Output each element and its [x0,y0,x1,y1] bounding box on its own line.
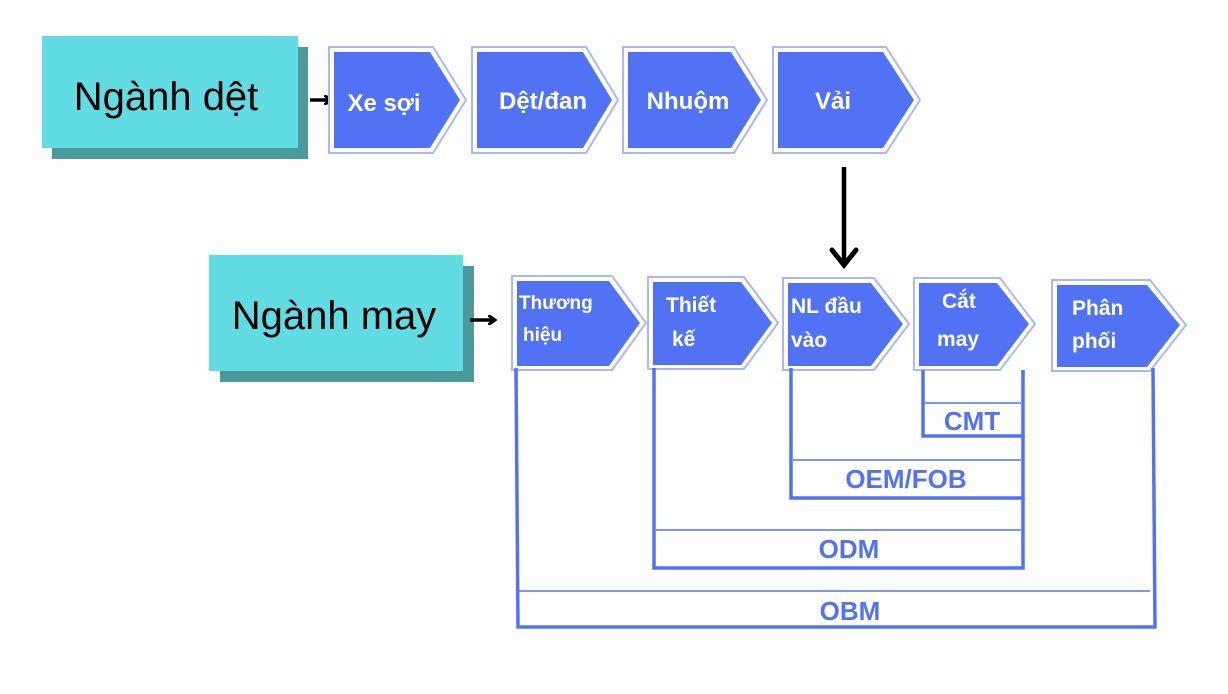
model-label: OEM/FOB [845,464,966,494]
garment-step-label-line2: may [937,328,979,351]
textile-sector-box: Ngành dệt [42,36,308,159]
textile-step: Xe sợi [328,46,468,154]
garment-step-label-line2: phối [1072,330,1116,353]
garment-step-label-line1: Cắt [942,289,976,313]
model-label: CMT [944,406,1000,436]
textile-step-label: Dệt/đan [499,88,587,115]
textile-step-shape [628,52,761,148]
model-cmt: CMT [921,370,1025,438]
model-oem-fob: OEM/FOB [789,368,1025,500]
garment-step-label-line1: Thương [519,293,593,314]
garment-step-label-line2: kế [672,328,696,351]
garment-step-label-line2: hiệu [523,325,562,346]
garment-sector-fill [209,255,463,371]
textile-step-shape [778,52,914,148]
garment-step: Cắt may [913,277,1037,371]
down-arrow-icon [829,247,859,270]
model-label: ODM [819,534,880,564]
garment-sector-box: Ngành may [209,255,474,382]
garment-step-shape [919,283,1029,366]
garment-step-label-line1: Thiết [666,294,716,317]
garment-step: Thương hiệu [511,275,648,371]
garment-step-label-line2: vào [791,329,827,352]
textile-steps: Xe sợi Dệt/đan Nhuộm Vải [328,46,922,154]
garment-step-shape [517,281,640,366]
garment-steps: Thương hiệu Thiết kế NL đầu vào Cắt may … [511,275,1188,372]
garment-sector-label: Ngành may [232,294,437,338]
garment-step-label-line1: Phân [1072,297,1123,320]
garment-step-shape [788,283,903,366]
textile-step-label: Xe sợi [347,90,420,117]
garment-step-shape [653,282,772,365]
textile-step-label: Nhuộm [647,88,730,115]
textile-step: Vải [772,46,922,154]
garment-step: Phân phối [1051,279,1188,372]
garment-step: Thiết kế [647,276,780,370]
textile-step: Dệt/đan [471,46,620,154]
garment-step: NL đầu vào [782,277,911,371]
model-obm: OBM [514,367,1157,629]
textile-step: Nhuộm [622,46,769,154]
textile-step-shape [334,52,460,148]
model-label: OBM [820,596,881,626]
textile-sector-label: Ngành dệt [74,75,259,119]
textile-sector-fill [42,36,298,148]
textile-step-label: Vải [815,88,851,115]
garment-step-shape [1057,285,1180,367]
model-odm: ODM [652,368,1025,570]
textile-step-shape [477,52,612,148]
garment-step-label-line1: NL đầu [791,295,862,318]
